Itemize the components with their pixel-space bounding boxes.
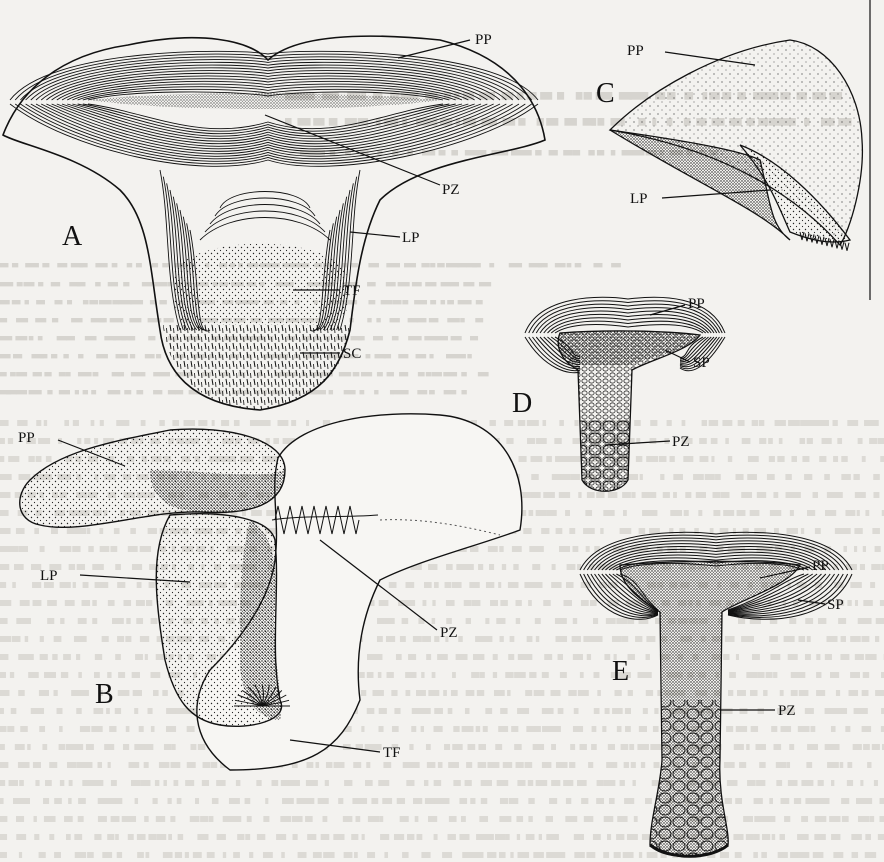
panel-e-label-sp: SP [827,597,844,613]
panel-b-label-lp: LP [40,568,58,584]
panel-d-stalk-cells [580,420,630,491]
panel-b-label-tf: TF [383,745,401,761]
panel-d-label-pz: PZ [672,434,690,450]
panel-a-pz-zone [90,93,440,109]
panel-a-label-pp: PP [475,32,492,48]
panel-a-label-sc: SC [343,346,361,362]
panel-d [525,297,725,491]
panel-e [580,532,852,856]
panel-b-label-pz: PZ [440,625,458,641]
panel-e-letter: E [612,656,629,687]
panel-a-letter: A [62,221,83,252]
panel-a-sc-zone [163,325,350,410]
panel-a-label-tf: TF [343,283,361,299]
panel-c-label-pp: PP [627,43,644,59]
panel-e-label-pz: PZ [778,703,796,719]
panel-e-label-pp: PP [812,558,829,574]
panel-d-label-pp: PP [688,296,705,312]
panel-b-letter: B [95,679,114,710]
panel-b-label-pp: PP [18,430,35,446]
panel-a-label-pz: PZ [442,182,460,198]
panel-d-label-sp: SP [693,355,710,371]
panel-c [610,0,870,300]
panel-a [3,36,545,410]
panel-c-letter: C [596,78,615,109]
panel-d-letter: D [512,388,532,419]
panel-a-tf-zone [173,244,349,325]
panel-a-label-lp: LP [402,230,420,246]
panel-c-label-lp: LP [630,191,648,207]
panel-d-pz-dense [558,331,700,365]
panel-b [20,414,522,770]
